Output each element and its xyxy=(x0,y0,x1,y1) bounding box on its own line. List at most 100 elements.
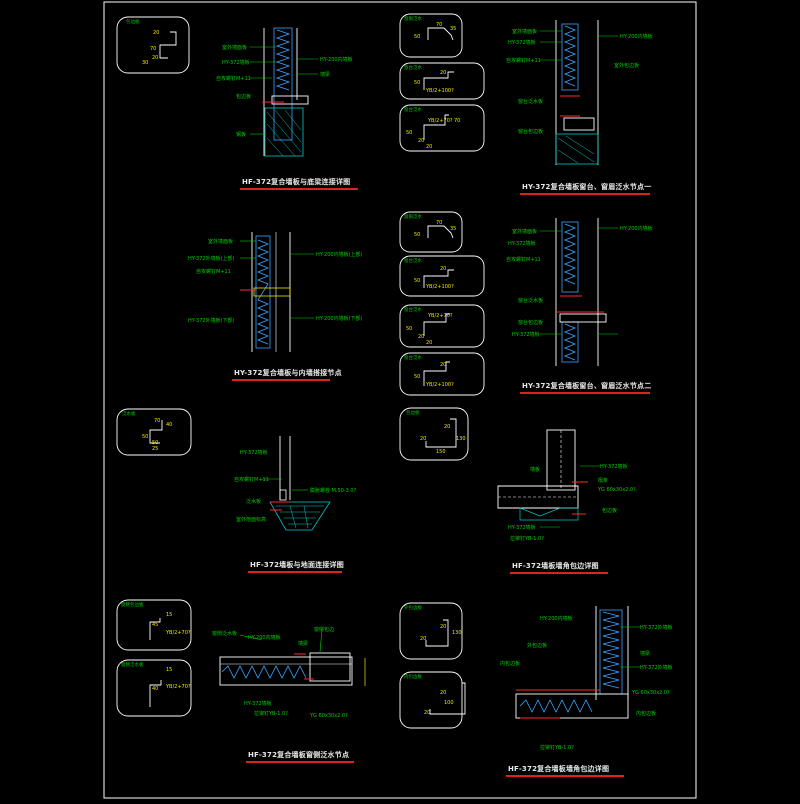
detail-dim: 70 xyxy=(436,220,443,226)
annotation: HY-372外墙板 xyxy=(640,665,673,671)
annotation: HY-372墙板 xyxy=(508,40,536,46)
detail-dim: 15 xyxy=(166,667,173,673)
detail-box-3 xyxy=(399,62,485,100)
detail-dim: 20 xyxy=(420,636,427,642)
detail-box-13 xyxy=(399,602,463,660)
caption-underline-6 xyxy=(510,572,608,574)
detail-dim: 70 xyxy=(454,118,461,124)
detail-dim: 50 xyxy=(414,374,421,380)
annotation: HY-200内墙板 xyxy=(620,226,653,232)
annotation: 墙梁 xyxy=(320,72,331,78)
annotation: HY-372墙板 xyxy=(244,701,272,707)
detail-box-8 xyxy=(399,352,485,396)
detail-dim: 30 xyxy=(142,60,149,66)
detail-dim: 25 xyxy=(152,446,159,452)
annotation: 室外墙面板 xyxy=(208,239,234,245)
detail-box-2 xyxy=(399,13,463,58)
annotation: 窗台泛水板 xyxy=(518,99,544,105)
annotation: 窗侧包边 xyxy=(314,627,335,633)
annotation: HY-372墙板 xyxy=(512,332,540,338)
detail-box-10 xyxy=(399,407,469,461)
profile-7 xyxy=(423,313,450,336)
detail-dim: 45 xyxy=(152,622,159,628)
annotation: HY-372外墙板(上部) xyxy=(188,256,235,262)
annotation: YG 60x30x2.0? xyxy=(310,713,348,719)
detail-dim: 50 xyxy=(406,130,413,136)
caption-underline-3 xyxy=(232,379,330,381)
annotation: 窗侧泛水板 xyxy=(212,631,238,637)
detail-box-7 xyxy=(399,304,485,348)
detail-dim: 35 xyxy=(450,226,457,232)
leader-lines xyxy=(239,30,640,668)
detail-box-9 xyxy=(116,408,192,456)
detail-dim: YB/2+100? xyxy=(426,284,454,290)
profile-5 xyxy=(427,225,454,239)
detail-dim: 50 xyxy=(142,434,149,440)
annotation: HY-372外墙板 xyxy=(640,625,673,631)
annotation: 拉铆钉YB-1.0? xyxy=(510,536,544,542)
detail-dim: 50 xyxy=(152,440,159,446)
annotation: 窗台包边板 xyxy=(518,320,544,326)
annotation: HY-372墙板 xyxy=(600,464,628,470)
annotation: HY-200内墙板 xyxy=(248,635,281,641)
detail-dim: 50 xyxy=(414,278,421,284)
profile-8 xyxy=(423,361,450,386)
annotation: 自攻螺钉M+11 xyxy=(506,257,541,263)
detail-dim: 20 xyxy=(440,266,447,272)
annotation: 内包边板 xyxy=(500,661,521,667)
section-h-corner-wrap-large xyxy=(515,606,629,719)
profile-14 xyxy=(429,682,466,715)
annotation: 室外墙面板 xyxy=(512,29,538,35)
caption-1: HF-372复合墙板与底梁连接详图 xyxy=(242,178,351,186)
annotation: 拉铆钉YB-1.0? xyxy=(254,711,288,717)
annotation: HY-200内墙板(上部) xyxy=(316,252,363,258)
profile-6 xyxy=(423,269,454,288)
profile-4 xyxy=(423,114,449,140)
annotation: HY-372外墙板(下部) xyxy=(188,318,235,324)
profile-13 xyxy=(425,619,449,647)
annotation: 自攻螺钉M+11 xyxy=(234,477,269,483)
annotation: 墙梁 xyxy=(298,641,309,647)
detail-dim: 15 xyxy=(166,612,173,618)
detail-dim: 20 xyxy=(418,138,425,144)
sheet-frame xyxy=(103,1,697,799)
annotation: 檩条 xyxy=(598,478,609,484)
annotation: 泛水板 xyxy=(246,499,262,505)
detail-dim: 20 xyxy=(440,70,447,76)
annotation: 自攻螺钉M+11 xyxy=(196,269,231,275)
detail-dim: 20 xyxy=(440,690,447,696)
detail-dim: 70 xyxy=(436,22,443,28)
profile-3 xyxy=(423,71,454,90)
caption-underline-8 xyxy=(506,775,624,777)
detail-title-2: 窗眉泛水 xyxy=(404,17,422,22)
caption-underline-2 xyxy=(520,193,650,195)
detail-title-14: 内包边板 xyxy=(404,675,422,680)
detail-title-8: 窗台泛水 xyxy=(404,356,422,361)
annotation: HY-372墙板 xyxy=(508,525,536,531)
detail-title-5: 窗眉泛水 xyxy=(404,215,422,220)
detail-title-10: 包边板 xyxy=(406,411,420,416)
detail-dim: 20 xyxy=(424,710,431,716)
annotation: 膨胀螺栓 M.50-3.0? xyxy=(310,488,357,494)
annotation: 拉铆钉YB-1.0? xyxy=(540,745,574,751)
detail-dim: 20 xyxy=(440,362,447,368)
caption-8: HF-372复合墙板墙角包边详图 xyxy=(508,765,610,773)
annotation: 内包边板 xyxy=(636,711,657,717)
annotation: HY-372墙板 xyxy=(508,241,536,247)
caption-3: HY-372复合墙板与内墙搭接节点 xyxy=(234,369,342,377)
caption-underline-5 xyxy=(248,571,342,573)
caption-underline-1 xyxy=(240,188,358,190)
detail-title-7: 窗台泛水 xyxy=(404,308,422,313)
flashing-profiles xyxy=(149,27,466,715)
caption-7: HF-372复合墙板窗侧泛水节点 xyxy=(248,751,350,759)
detail-box-5 xyxy=(399,211,463,253)
detail-box-4 xyxy=(399,104,485,152)
annotation: HY-372墙板 xyxy=(222,60,250,66)
annotation: HY-200内墙板 xyxy=(540,616,573,622)
section-f-corner-wrap xyxy=(497,429,588,521)
profile-11 xyxy=(149,618,161,640)
detail-dim: YB/2+100? xyxy=(426,382,454,388)
caption-2: HY-372复合墙板窗台、窗眉泛水节点一 xyxy=(522,183,652,191)
annotation: 自攻螺钉M+11 xyxy=(506,58,541,64)
